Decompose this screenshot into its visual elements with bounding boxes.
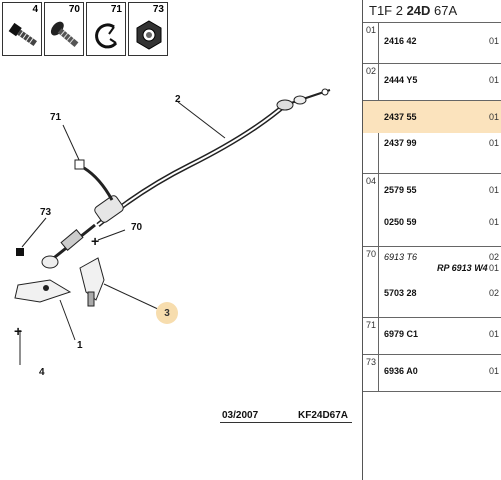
callout-3-highlighted[interactable]: 3 [156,302,178,324]
thumbnail-number: 4 [32,4,38,15]
table-row[interactable]: 6913 T6 02 [363,247,501,262]
group-index: 01 [366,25,377,35]
group-divider [378,174,379,246]
part-qty: 01 [489,185,500,195]
part-qty: 01 [489,75,500,85]
screw-icon [50,21,79,47]
thumbnail-bolt[interactable]: 4 [2,2,42,56]
table-row[interactable]: 2579 55 01 [363,180,501,200]
part-ref: 0250 59 [384,217,417,227]
part-ref: 2579 55 [384,185,417,195]
group-divider [378,355,379,391]
assembly-drawing: + + [14,88,331,365]
group-index: 70 [366,249,377,259]
callout-71: 71 [50,112,62,123]
group-04: 04 2579 55 01 0250 59 01 [363,174,501,247]
parts-table: T1F 2 24D 67A 01 2416 42 01 02 2444 Y5 0… [362,0,501,480]
part-qty: 01 [489,263,500,273]
part-qty: 01 [489,138,500,148]
table-row-selected[interactable]: 2437 55 01 [363,101,501,133]
thumbnail-clip[interactable]: 71 [86,2,126,56]
footer-divider [220,422,352,423]
fastener-thumbnails: 4 70 [2,2,170,56]
bolt-icon [8,22,38,47]
table-row[interactable]: 0250 59 01 [363,212,501,232]
group-03: 03 2437 55 01 2437 99 01 [363,101,501,174]
callout-1: 1 [77,340,83,351]
table-row[interactable]: 5703 28 02 [363,283,501,303]
group-divider [378,23,379,63]
parts-diagram: 4 70 [2,2,352,423]
group-index: 73 [366,357,377,367]
nut-icon [136,20,162,50]
callout-2: 2 [175,94,181,105]
part-qty: 01 [489,329,500,339]
part-ref: 6913 T6 [384,252,418,262]
group-divider [378,318,379,354]
table-row[interactable]: 6936 A0 01 [363,361,501,381]
group-divider [378,101,379,173]
table-header: T1F 2 24D 67A [363,0,501,23]
thumbnail-number: 71 [110,4,122,15]
thumbnail-number: 73 [152,4,164,15]
group-73: 73 6936 A0 01 [363,355,501,392]
group-71: 71 6979 C1 01 [363,318,501,355]
part-ref: 2444 Y5 [384,75,418,85]
diagram-date: 03/2007 [222,410,259,421]
group-index: 02 [366,66,377,76]
header-prefix: T1F 2 [369,3,407,18]
part-ref: 5703 28 [384,288,417,298]
part-qty: 01 [489,217,500,227]
header-bold: 24D [406,3,431,18]
header-suffix: 67A [430,3,458,18]
thumbnail-screw[interactable]: 70 [44,2,84,56]
part-ref: 6979 C1 [384,329,419,339]
group-divider [378,247,379,317]
part-qty: 01 [489,36,500,46]
group-01: 01 2416 42 01 [363,23,501,64]
diagram-code: KF24D67A [298,410,349,421]
part-alt-ref: RP 6913 W4 [437,263,488,273]
part-ref: 2437 55 [384,112,417,122]
table-row[interactable]: 2437 99 01 [363,133,501,153]
group-70: 70 6913 T6 02 RP 6913 W4 01 5703 28 02 [363,247,501,318]
callout-70: 70 [131,222,143,233]
part-ref: 6936 A0 [384,366,418,376]
table-row[interactable]: 6979 C1 01 [363,324,501,344]
part-qty: 01 [489,112,500,122]
thumbnail-nut[interactable]: 73 [128,2,168,56]
part-qty: 02 [489,288,500,298]
group-02: 02 2444 Y5 01 [363,64,501,101]
table-row[interactable]: 2444 Y5 01 [363,70,501,90]
thumbnail-number: 70 [68,4,80,15]
svg-text:+: + [14,323,22,339]
part-qty: 02 [489,252,500,262]
table-row[interactable]: 2416 42 01 [363,31,501,51]
group-index: 04 [366,176,377,186]
callout-73: 73 [40,207,52,218]
table-row[interactable]: RP 6913 W4 01 [363,261,501,275]
clip-icon [95,23,118,49]
group-index: 71 [366,320,377,330]
part-ref: 2437 99 [384,138,417,148]
callout-4: 4 [39,367,45,378]
svg-text:+: + [91,233,99,249]
part-ref: 2416 42 [384,36,417,46]
group-divider [378,64,379,100]
part-qty: 01 [489,366,500,376]
